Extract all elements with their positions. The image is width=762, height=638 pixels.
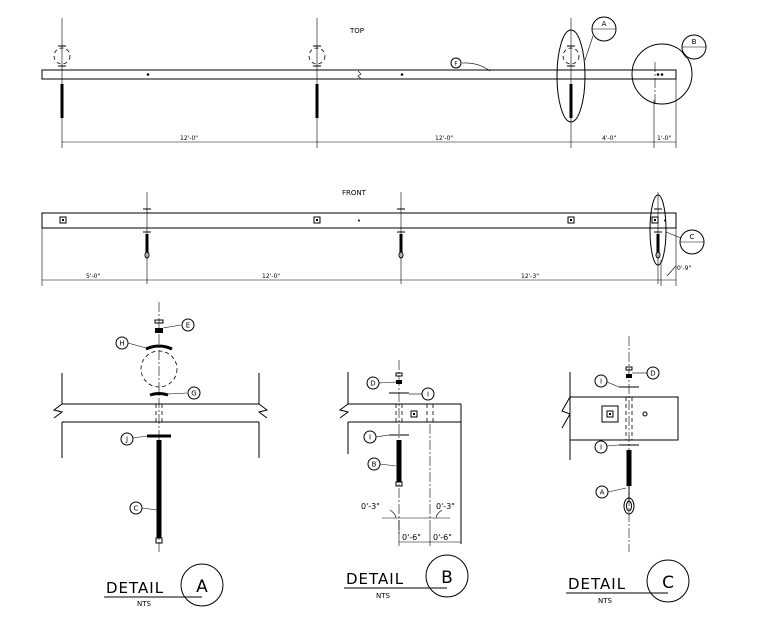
top-beam-break bbox=[357, 70, 362, 80]
callout-b-letter: B bbox=[372, 461, 377, 469]
callout-f-letter: F bbox=[454, 61, 458, 68]
detail-b-dim-left-offset: 0'-3" bbox=[361, 502, 380, 511]
callout-h bbox=[115, 336, 129, 350]
detail-title-b-scale: NTS bbox=[376, 592, 391, 600]
detail-a-ellipse bbox=[556, 29, 586, 123]
detail-b-circle bbox=[631, 43, 693, 105]
callout-c-front-letter: C bbox=[690, 233, 695, 241]
detail-title-b-word: DETAIL bbox=[346, 570, 404, 588]
detail-b: D I I B 0'-3" 0'-3" 0'-6" 0'-6" bbox=[338, 360, 462, 546]
front-dim-1: 5'-0" bbox=[86, 273, 100, 280]
front-hanger-1 bbox=[143, 192, 151, 284]
front-beam bbox=[41, 212, 677, 229]
detail-b-dim-left-span: 0'-6" bbox=[402, 533, 421, 542]
callout-a-letter: A bbox=[600, 489, 605, 497]
callout-c bbox=[129, 501, 143, 515]
callout-f bbox=[450, 57, 462, 69]
top-dim-4: 1'-0" bbox=[657, 135, 671, 142]
top-hanger-1 bbox=[53, 18, 71, 148]
callout-i-c-letter: I bbox=[600, 378, 602, 386]
detail-c: D I I A bbox=[561, 336, 679, 552]
callout-h-letter: H bbox=[119, 340, 124, 348]
detail-title-c-letter: C bbox=[662, 573, 674, 593]
top-beam-dot bbox=[146, 73, 150, 76]
detail-title-a-scale: NTS bbox=[137, 600, 152, 608]
callout-a-top-letter: A bbox=[602, 20, 607, 28]
callout-j-letter: J bbox=[125, 436, 128, 444]
front-dim-2: 12'-0" bbox=[262, 273, 280, 280]
detail-title-b: DETAIL NTS B bbox=[344, 554, 469, 600]
detail-a: E H G J C bbox=[52, 302, 269, 552]
front-side-dim: 0'-9" bbox=[677, 265, 691, 272]
detail-a-dashed-circle bbox=[140, 350, 178, 388]
callout-g bbox=[187, 386, 201, 400]
front-hanger-2 bbox=[397, 192, 405, 284]
callout-d-c bbox=[646, 366, 660, 380]
detail-title-a-letter: A bbox=[196, 577, 208, 597]
callout-i-2 bbox=[363, 430, 377, 444]
top-beam-dot bbox=[656, 73, 660, 76]
front-dim-3: 12'-3" bbox=[521, 273, 539, 280]
detail-c-ellipse bbox=[649, 194, 667, 266]
top-dim-2: 12'-0" bbox=[435, 135, 453, 142]
top-hanger-2 bbox=[308, 18, 326, 148]
top-view-title: TOP bbox=[349, 27, 364, 35]
callout-g-letter: G bbox=[191, 390, 196, 398]
callout-d-letter: D bbox=[370, 380, 375, 388]
callout-j bbox=[120, 432, 134, 446]
front-hanger-3 bbox=[654, 192, 662, 284]
callout-b-top-letter: B bbox=[692, 38, 697, 46]
callout-d bbox=[366, 376, 380, 390]
detail-title-a: DETAIL NTS A bbox=[104, 563, 224, 608]
detail-b-dim-right-offset: 0'-3" bbox=[436, 502, 455, 511]
detail-title-c-scale: NTS bbox=[598, 597, 613, 605]
top-beam-dot bbox=[660, 73, 664, 76]
detail-title-c-word: DETAIL bbox=[568, 575, 626, 593]
top-dim-3: 4'-0" bbox=[602, 135, 616, 142]
top-beam bbox=[41, 69, 677, 80]
callout-i-c bbox=[594, 374, 608, 388]
top-beam-dot bbox=[400, 73, 404, 76]
front-view-title: FRONT bbox=[342, 189, 367, 197]
front-view: FRONT bbox=[41, 189, 705, 286]
callout-a bbox=[595, 485, 609, 499]
callout-e-letter: E bbox=[186, 322, 190, 330]
callout-i bbox=[421, 387, 435, 401]
detail-title-b-letter: B bbox=[441, 568, 453, 588]
callout-i-c-2 bbox=[594, 440, 608, 454]
top-hanger-3 bbox=[562, 18, 580, 148]
callout-b bbox=[367, 457, 381, 471]
top-dim-1: 12'-0" bbox=[180, 135, 198, 142]
callout-d-c-letter: D bbox=[650, 370, 655, 378]
callout-e bbox=[181, 318, 195, 332]
top-view: TOP bbox=[41, 16, 707, 148]
callout-i-c-2-letter: I bbox=[600, 444, 602, 452]
callout-c-letter: C bbox=[134, 505, 139, 513]
callout-i-letter: I bbox=[427, 391, 429, 399]
detail-title-a-word: DETAIL bbox=[106, 579, 164, 597]
callout-i-2-letter: I bbox=[369, 434, 371, 442]
detail-title-c: DETAIL NTS C bbox=[566, 559, 690, 605]
detail-b-dim-right-span: 0'-6" bbox=[433, 533, 452, 542]
